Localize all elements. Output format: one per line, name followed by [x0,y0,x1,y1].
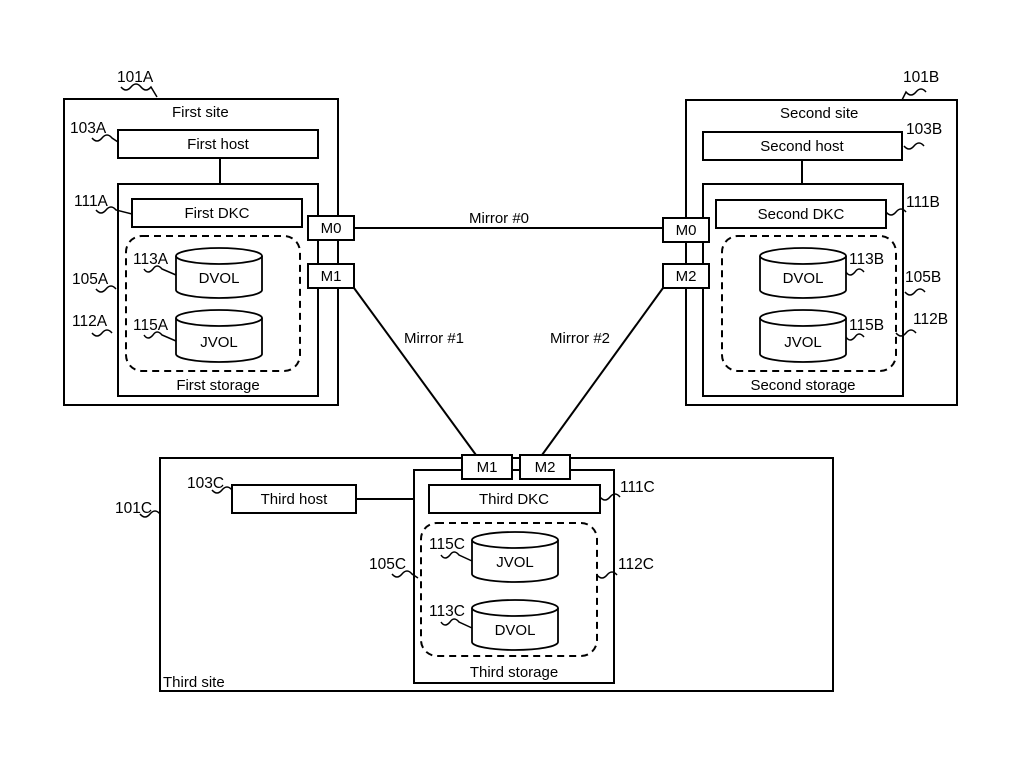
second-host-ref: 103B [906,121,942,138]
third-host-ref: 103C [187,475,224,492]
second-group-leader [895,329,917,337]
second-site-leader [901,88,927,101]
second-dkc-ref: 111B [906,194,940,211]
third-storage-label: Third storage [470,664,558,681]
mirror-0-label: Mirror #0 [469,210,529,227]
third-dvol-label: DVOL [495,622,536,639]
third-jvol-label: JVOL [496,554,534,571]
first-dvol-label: DVOL [199,270,240,287]
first-dkc-label: First DKC [185,205,250,222]
first-host-box [117,129,319,159]
first-storage-leader [95,285,117,293]
second-jvol-label: JVOL [784,334,822,351]
third-storage-leader [391,570,419,579]
first-port-m1 [307,263,355,289]
third-port-m2 [519,454,571,480]
third-dkc-ref: 111C [620,479,655,496]
second-site-label: Second site [780,105,858,122]
third-site-label: Third site [163,674,225,691]
first-group-leader [91,329,113,337]
third-jvol-ref: 115C [429,536,465,553]
third-dvol-cylinder [471,599,559,651]
first-dvol-ref: 113A [133,251,169,268]
mirror-1-label: Mirror #1 [404,330,464,347]
third-host-label: Third host [261,491,329,508]
first-dvol-cylinder [175,247,263,299]
first-port-m1-label: M1 [321,268,342,285]
third-dkc-label: Third DKC [479,491,549,508]
first-storage-ref: 105A [72,271,109,288]
second-dkc-label: Second DKC [758,206,845,223]
mirror-2-label: Mirror #2 [550,330,610,347]
third-group-leader [596,571,618,579]
first-volume-group [125,235,301,372]
third-jvol-leader [440,551,473,562]
second-port-m2 [662,263,710,289]
second-host-label: Second host [760,138,844,155]
third-storage-ref: 105C [369,556,406,573]
second-port-m0-label: M0 [676,222,697,239]
first-site-ref: 101A [117,69,154,86]
second-group-ref: 112B [913,311,948,328]
second-storage-label: Second storage [750,377,855,394]
first-port-m0 [307,215,355,241]
first-host-leader [91,134,119,143]
second-dvol-cylinder [759,247,847,299]
third-host-box [231,484,357,514]
third-site-leader [139,510,161,518]
third-site-ref: 101C [115,500,152,517]
third-port-m2-label: M2 [535,459,556,476]
second-host-leader [903,142,925,150]
third-host-leader [211,486,233,494]
third-port-m1 [461,454,513,480]
first-site-label: First site [172,104,229,121]
first-site-leader [120,83,158,98]
second-site: Second site 101B Second host 103B Second… [662,69,958,406]
first-host-label: First host [187,136,250,153]
second-jvol-leader [845,333,865,341]
second-port-m2-label: M2 [676,268,697,285]
third-port-m1-label: M1 [477,459,498,476]
mirror-2-link [541,287,664,456]
second-dvol-leader [845,268,865,276]
third-jvol-cylinder [471,531,559,583]
first-port-m0-label: M0 [321,220,342,237]
first-group-ref: 112A [72,313,108,330]
first-jvol-ref: 115A [133,317,169,334]
third-dkc-box [428,484,601,514]
third-site: Third site 101C Third host 103C Third st… [115,454,834,692]
first-storage-label: First storage [176,377,259,394]
mirror-1-link [353,287,477,456]
second-dkc-box [715,199,887,229]
first-site: First site 101A First host 103A First st… [63,69,355,406]
first-dkc-ref: 111A [74,193,109,210]
second-dkc-leader [885,208,907,216]
third-dvol-leader [440,618,473,629]
first-jvol-leader [143,331,177,342]
first-dvol-leader [143,265,177,276]
first-host-ref: 103A [70,120,107,137]
first-jvol-cylinder [175,309,263,363]
second-jvol-ref: 115B [849,317,884,334]
first-dkc-leader [95,206,133,215]
third-group-ref: 112C [618,556,654,573]
second-volume-group [721,235,897,372]
second-port-m0 [662,217,710,243]
third-dkc-leader [599,493,621,501]
second-dvol-label: DVOL [783,270,824,287]
third-dvol-ref: 113C [429,603,465,620]
first-jvol-label: JVOL [200,334,238,351]
second-storage-leader [904,288,926,296]
second-dvol-ref: 113B [849,251,884,268]
second-site-ref: 101B [903,69,939,86]
third-volume-group [420,522,598,657]
second-storage-ref: 105B [905,269,941,286]
first-dkc-box [131,198,303,228]
second-jvol-cylinder [759,309,847,363]
